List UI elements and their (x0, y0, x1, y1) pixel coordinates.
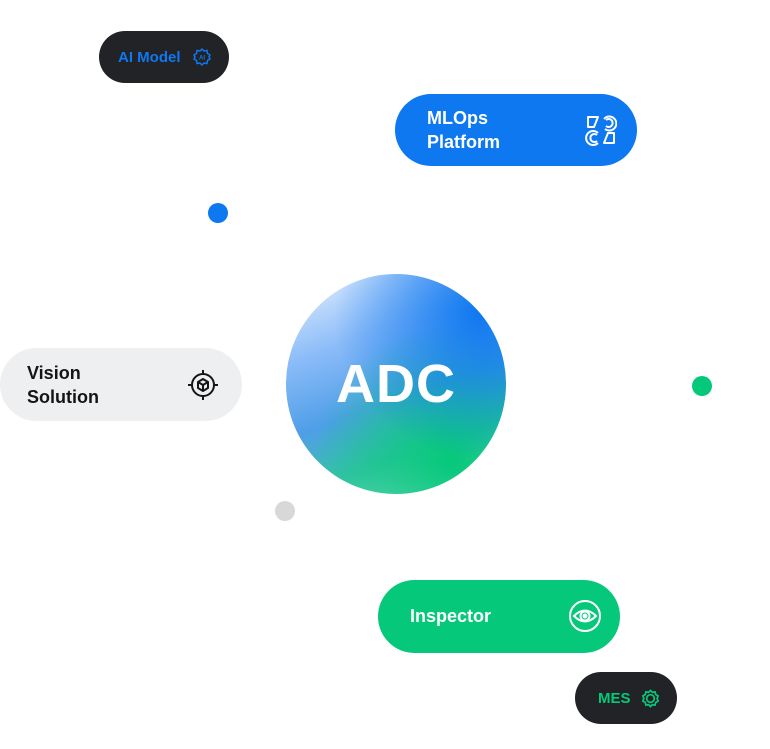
ai-model-node[interactable]: AI Model AI (99, 31, 229, 83)
eye-icon (568, 599, 602, 633)
inspector-node[interactable]: Inspector (378, 580, 620, 653)
mlops-platform-label: MLOps Platform (427, 108, 501, 152)
cycle-shapes-icon (585, 114, 617, 146)
vision-solution-label: Vision Solution (27, 362, 99, 407)
mlops-platform-node[interactable]: MLOps Platform (395, 94, 637, 166)
inspector-label: Inspector (410, 606, 492, 626)
crosshair-cube-icon (187, 369, 219, 401)
decorative-dot-gray (275, 501, 295, 521)
svg-text:AI: AI (199, 56, 205, 62)
mes-label: MES (598, 689, 631, 707)
gear-icon (641, 689, 660, 708)
adc-title: ADC (336, 354, 456, 414)
decorative-dot-blue (208, 203, 228, 223)
vision-solution-node[interactable]: Vision Solution (0, 348, 242, 421)
ai-chip-icon: AI (192, 47, 212, 67)
ai-model-label: AI Model (118, 48, 181, 66)
decorative-dot-green (692, 376, 712, 396)
adc-center-circle[interactable]: ADC (286, 274, 506, 494)
mes-node[interactable]: MES (575, 672, 677, 724)
